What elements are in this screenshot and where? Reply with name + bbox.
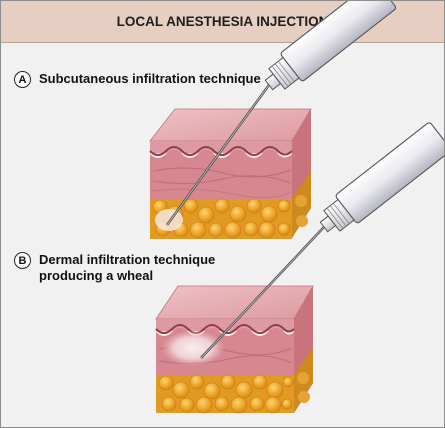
panel-b-caption-line2: producing a wheal [39, 268, 154, 283]
skin-block-b [155, 285, 314, 414]
panel-b-badge: B [14, 252, 31, 269]
panel-b-caption-line1: Dermal infiltration technique [39, 252, 216, 267]
panel-a-label: A Subcutaneous infiltration technique [14, 71, 261, 88]
panel-a-badge: A [14, 71, 31, 88]
syringe-b [319, 122, 444, 233]
syringe-a [264, 1, 397, 91]
anesthetic-deposit-a [155, 209, 183, 231]
skin-surface-b [155, 285, 314, 320]
panel-b-label: B Dermal infiltration technique producin… [14, 252, 215, 284]
skin-block-a [149, 108, 312, 239]
panel-a-caption: Subcutaneous infiltration technique [39, 71, 261, 86]
panel-b-caption: Dermal infiltration technique producing … [39, 252, 215, 284]
wheal [161, 330, 225, 366]
